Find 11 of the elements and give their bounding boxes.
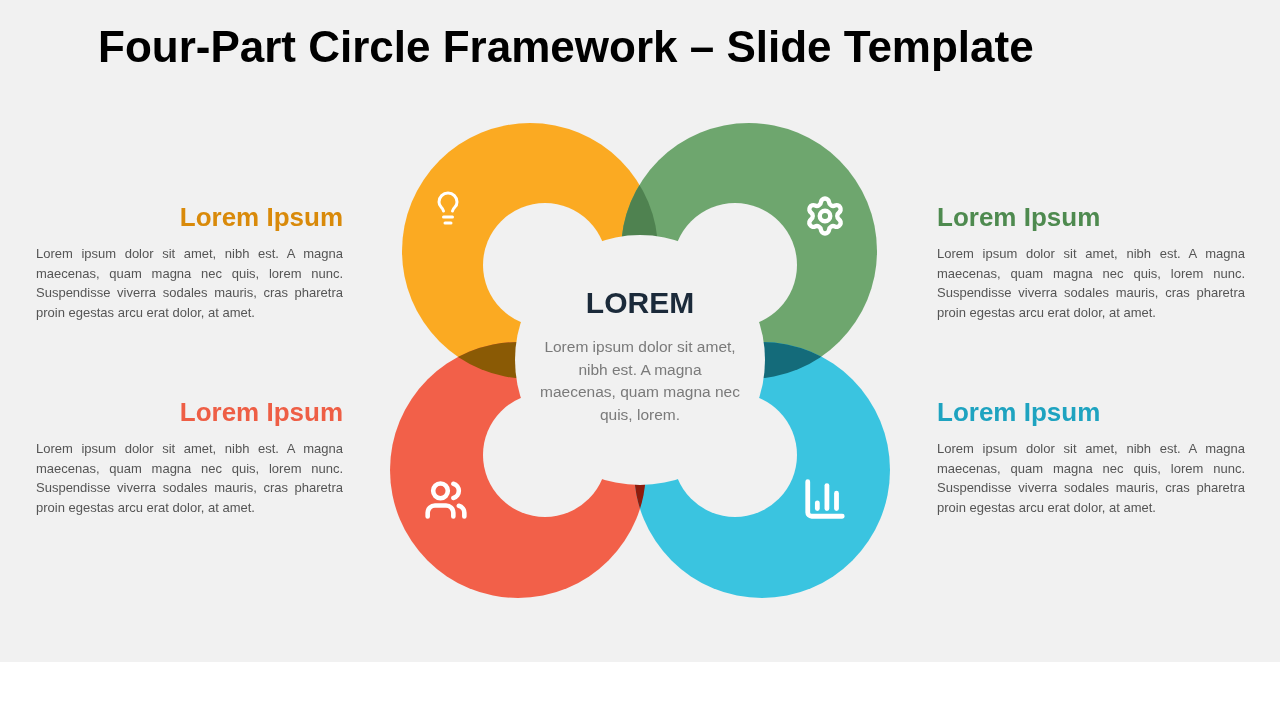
- section-heading: Lorem Ipsum: [178, 201, 343, 234]
- section-description: Lorem ipsum dolor sit amet, nibh est. A magna maecenas, quam magna nec quis, lorem nunc. Suspendisse viverra sodales mauris, cras pharetra proin egestas arcu erat dolor, at amet.: [36, 245, 343, 322]
- section-heading: Lorem Ipsum: [937, 396, 1102, 429]
- section-heading: Lorem Ipsum: [937, 201, 1102, 234]
- section-heading: Lorem Ipsum: [178, 396, 343, 429]
- center-description: Lorem ipsum dolor sit amet, nibh est. A magna maecenas, quam magna nec quis, lorem.: [540, 337, 740, 425]
- center-heading: LOREM: [584, 285, 696, 321]
- section-description: Lorem ipsum dolor sit amet, nibh est. A magna maecenas, quam magna nec quis, lorem nunc. Suspendisse viverra sodales mauris, cras pharetra proin egestas arcu erat dolor, at amet.: [937, 245, 1245, 322]
- slide-title: Four-Part Circle Framework – Slide Template: [98, 21, 1034, 73]
- section-description: Lorem ipsum dolor sit amet, nibh est. A magna maecenas, quam magna nec quis, lorem nunc. Suspendisse viverra sodales mauris, cras pharetra proin egestas arcu erat dolor, at amet.: [36, 440, 343, 517]
- section-description: Lorem ipsum dolor sit amet, nibh est. A magna maecenas, quam magna nec quis, lorem nunc. Suspendisse viverra sodales mauris, cras pharetra proin egestas arcu erat dolor, at amet.: [937, 440, 1245, 517]
